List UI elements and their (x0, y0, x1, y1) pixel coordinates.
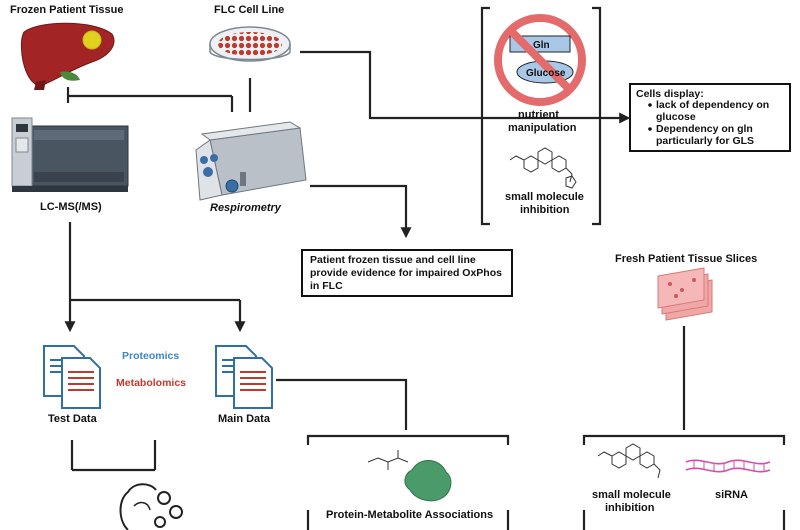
associations-bracket (306, 434, 510, 530)
connector-line (276, 378, 408, 430)
arrow-to-evidence-box (310, 184, 412, 239)
bullet-dot (648, 127, 652, 131)
evidence-box (301, 249, 513, 297)
nutrient-manipulation-line2: manipulation (508, 122, 577, 134)
lcms-label: LC-MS(/MS) (40, 201, 102, 213)
nutrient-prohibition-icon (494, 14, 586, 106)
molecule-structure-icon (509, 147, 577, 189)
gln-label: Gln (533, 40, 550, 51)
connector-line (300, 50, 600, 120)
main-data-document-icon (215, 345, 273, 409)
bullet2-line2: particularly for GLS (656, 135, 754, 147)
bullet-dot (648, 103, 652, 107)
cell-line-label: FLC Cell Line (214, 4, 284, 16)
mass-spectrometer-icon (11, 117, 129, 192)
main-data-label: Main Data (218, 413, 271, 425)
sirna-label: siRNA (715, 489, 748, 501)
petri-dish-icon (209, 26, 291, 62)
respirometer-icon (195, 121, 307, 201)
test-data-document-icon (43, 345, 101, 409)
test-data-label: Test Data (48, 413, 98, 425)
metabolite-structure-icon (367, 450, 409, 470)
evidence-line3: in FLC (310, 280, 343, 292)
protein-icon (404, 460, 452, 502)
machine-learning-brain-icon (119, 483, 183, 530)
cells-display-title: Cells display: (636, 88, 704, 100)
associations-label: Protein-Metabolite Associations (326, 509, 493, 521)
respirometry-label: Respirometry (210, 202, 282, 214)
frozen-tissue-label: Frozen Patient Tissue (10, 4, 124, 16)
glucose-label: Glucose (526, 68, 566, 79)
fresh-slices-label: Fresh Patient Tissue Slices (615, 253, 757, 265)
evidence-line1: Patient frozen tissue and cell line (310, 254, 476, 266)
bullet1-line2: glucose (656, 111, 696, 123)
bullet2-line1: Dependency on gln (656, 123, 753, 135)
fresh-panel-bracket (582, 434, 786, 530)
metabolomics-label: Metabolomics (116, 377, 186, 389)
tissue-slices-icon (657, 267, 713, 321)
tumor-marker (82, 30, 102, 50)
fresh-inhibition-line2: inhibition (605, 502, 655, 514)
proteomics-label: Proteomics (122, 350, 179, 362)
sirna-icon (685, 459, 771, 473)
liver-icon (20, 22, 115, 90)
bullet1-line1: lack of dependency on (656, 99, 769, 111)
molecule-structure-icon (597, 443, 661, 479)
cells-display-box (629, 83, 791, 152)
nutrient-panel-bracket (480, 6, 602, 226)
evidence-line2: provide evidence for impaired OxPhos (310, 267, 502, 279)
molecule-inhibition-line1: small molecule (505, 191, 584, 203)
molecule-inhibition-line2: inhibition (520, 204, 570, 216)
nutrient-manipulation-line1: nutrient (518, 109, 559, 121)
fresh-inhibition-line1: small molecule (592, 489, 671, 501)
